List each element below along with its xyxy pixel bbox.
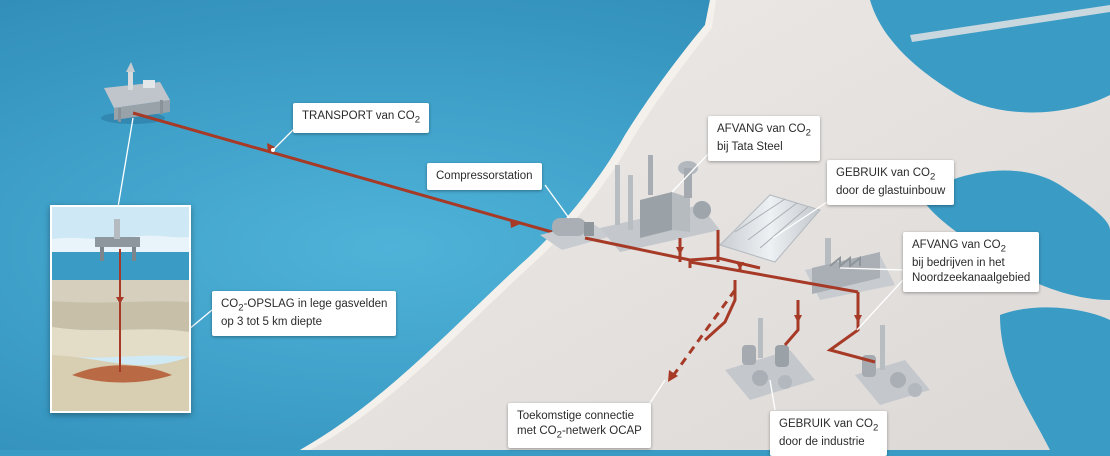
label-gebruik-glas-line1: GEBRUIK van CO2 [836,167,936,183]
flow-arrow-4 [736,262,744,270]
future-arrow [668,370,678,382]
label-compressor-text: Compressorstation [436,170,533,182]
nzk-factory [805,238,895,300]
label-afvang-tata-line1: AFVANG van CO2 [717,123,811,139]
flow-arrow-6 [854,315,862,323]
inland-water-southeast [1000,307,1110,450]
label-transport: TRANSPORT van CO2 [293,103,430,134]
subsurface-inset [50,205,191,413]
label-afvang-tata: AFVANG van CO2 bij Tata Steel [708,116,820,162]
label-compressor: Compressorstation [427,163,542,190]
label-opslag-line2: op 3 tot 5 km diepte [221,316,323,329]
label-opslag: CO2-OPSLAG in lege gasvelden op 3 tot 5 … [212,291,397,337]
label-afvang-tata-line2: bij Tata Steel [717,141,783,154]
flow-arrow-5 [794,315,802,323]
future-connection-dashed [668,289,737,381]
tata-steel-plant [600,155,720,252]
leader-dot-transport [271,148,275,152]
compressor-station [540,218,612,250]
subsurface-cross-section [52,207,189,411]
label-gebruik-glas-line2: door de glastuinbouw [836,185,946,198]
label-afvang-nzk-line1: AFVANG van CO2 [912,239,1006,255]
label-gebruik-industrie: GEBRUIK van CO2 door de industrie [770,411,888,456]
label-afvang-nzk-line3: Noordzeekanaalgebied [912,272,1031,285]
transport-pipeline [132,111,553,234]
label-gebruik-glas: GEBRUIK van CO2 door de glastuinbouw [827,160,955,206]
offshore-platform [101,62,170,124]
canal [910,5,1110,42]
flow-arrow-3 [676,247,684,255]
label-toekomst-line2: met CO2-netwerk OCAP [517,425,642,441]
flow-arrow-1 [267,143,277,152]
flow-arrow-2 [510,219,520,228]
label-gebruik-industrie-line1: GEBRUIK van CO2 [779,418,879,434]
industry-plant-1 [725,318,815,400]
label-opslag-line1: CO2-OPSLAG in lege gasvelden [221,298,388,314]
label-gebruik-industrie-line2: door de industrie [779,436,865,449]
inland-water-north [870,0,1110,113]
label-toekomst-line1: Toekomstige connectie [517,410,634,422]
greenhouses [719,194,821,263]
label-transport-text: TRANSPORT van CO2 [302,110,421,126]
label-afvang-nzk-line2: bij bedrijven in het [912,257,1005,270]
label-afvang-nzk: AFVANG van CO2 bij bedrijven in het Noor… [903,232,1040,293]
label-toekomst: Toekomstige connectie met CO2-netwerk OC… [508,403,651,449]
